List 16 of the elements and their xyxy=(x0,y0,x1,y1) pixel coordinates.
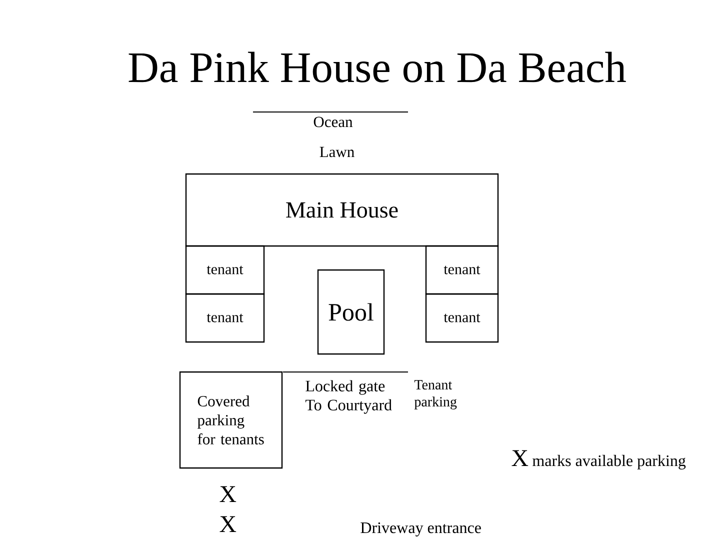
house-box: Main House xyxy=(185,173,499,247)
legend-text: marks available parking xyxy=(532,454,686,470)
room-box: tenant xyxy=(185,245,265,295)
x-mark: X xyxy=(512,450,528,466)
gate-label: Locked gate To Courtyard xyxy=(306,380,392,414)
pool-box: Pool xyxy=(317,269,385,355)
room-box: tenant xyxy=(185,293,265,343)
room-box: tenant xyxy=(425,245,499,295)
x-mark: X xyxy=(220,516,236,532)
room-box: tenant xyxy=(425,293,499,343)
carport-box: Covered parking for tenants xyxy=(179,371,283,469)
title: Da Pink House on Da Beach xyxy=(128,52,626,82)
place-label: Lawn xyxy=(320,146,354,158)
place-label: Ocean xyxy=(314,116,353,128)
parking-label: Tenant parking xyxy=(414,380,457,410)
place-label: Driveway entrance xyxy=(360,522,481,536)
